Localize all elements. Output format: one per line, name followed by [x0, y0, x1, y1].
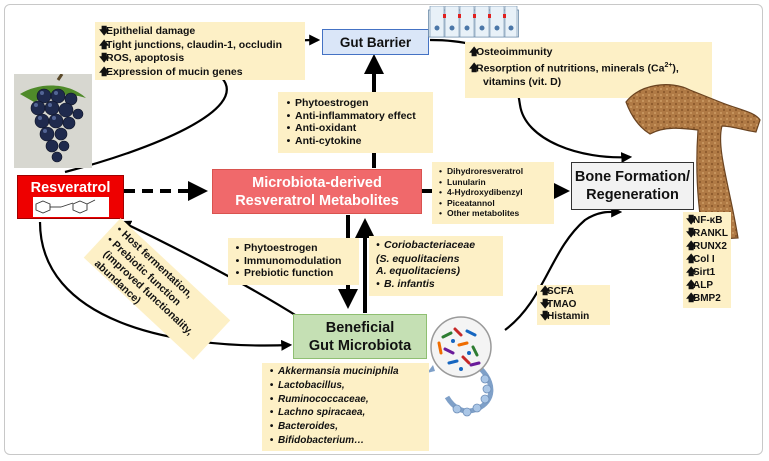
bone-image	[625, 84, 761, 241]
metabolite-effect-item: Phytoestrogen	[282, 97, 429, 110]
metabolite-item: Dihydroresveratrol	[434, 166, 552, 177]
arrow-microbiota-to-bone	[504, 206, 623, 331]
metabolite-item: 4-Hydroxydibenzyl	[434, 187, 552, 198]
producers-note: •Coriobacteriaceae (S. equolitaciens A. …	[369, 236, 503, 296]
down-arrow-icon: 🡇	[686, 215, 697, 226]
up-arrow-icon: 🡅	[686, 293, 697, 304]
metabolite-item: Piceatannol	[434, 198, 552, 209]
bone-marker: 🡇RANKL	[686, 228, 728, 239]
bone-formation-box: Bone Formation/ Regeneration	[571, 162, 694, 210]
down-arrow-icon: 🡇	[540, 311, 551, 323]
bullet-icon: •	[376, 240, 380, 251]
resveratrol-structure-icon	[33, 197, 109, 217]
intestinal-epithelium-icon	[428, 6, 519, 38]
gut-microbiota-label-1: Beneficial	[325, 319, 395, 336]
bacteria-item: Lactobacillus,	[265, 379, 426, 393]
bone-marker: 🡇NF-κB	[686, 215, 723, 226]
grapes-image	[14, 74, 92, 168]
gut-effect-4: 🡅Expression of mucin genes	[99, 65, 243, 78]
metabolites-label-1: Microbiota-derived	[252, 174, 382, 191]
microbiota-effect-item: Immunomodulation	[231, 255, 356, 268]
up-arrow-icon: 🡅	[686, 241, 697, 252]
bacteria-item: Akkermansia muciniphila	[265, 365, 426, 379]
arrow-microbiota-to-resveratrol	[120, 220, 301, 319]
up-arrow-icon: 🡅	[469, 63, 480, 75]
gut-microbiota-label-2: Gut Microbiota	[308, 337, 412, 354]
bone-marker: 🡅ALP	[686, 280, 713, 291]
producer-item: •Coriobacteriaceae	[372, 239, 500, 253]
metabolite-effects-note: Phytoestrogen Anti-inflammatory effect A…	[278, 92, 433, 153]
metabolite-list-note: Dihydroresveratrol Lunularin 4-Hydroxydi…	[432, 162, 554, 224]
bone-marker: 🡅Sirt1	[686, 267, 716, 278]
gut-effect-2: 🡅Tight junctions, claudin-1, occludin	[99, 38, 282, 51]
producer-item: •B. infantis	[372, 278, 500, 292]
bacteria-item: Bacteroides,	[265, 420, 426, 434]
bone-effect-3: vitamins (vit. D)	[483, 75, 562, 88]
gut-effects-note: 🡇Epithelial damage 🡅Tight junctions, cla…	[95, 22, 305, 80]
gut-barrier-label: Gut Barrier	[339, 34, 412, 50]
down-arrow-icon: 🡇	[99, 53, 110, 65]
down-arrow-icon: 🡇	[99, 26, 110, 37]
bone-effect-2: 🡅Resorption of nutritions, minerals (Ca2…	[469, 61, 679, 75]
bone-marker: 🡅RUNX2	[686, 241, 727, 252]
microbiota-effect-item: Phytoestrogen	[231, 242, 356, 255]
bacteria-item: Lachno spiracaea,	[265, 406, 426, 420]
down-arrow-icon: 🡇	[540, 298, 551, 310]
up-arrow-icon: 🡅	[686, 280, 697, 291]
up-arrow-icon: 🡅	[99, 66, 110, 78]
bone-markers-note: 🡇NF-κB 🡇RANKL 🡅RUNX2 🡅Col I 🡅Sirt1 🡅ALP …	[683, 212, 731, 308]
metabolite-effect-item: Anti-cytokine	[282, 135, 429, 148]
resveratrol-label: Resveratrol	[30, 180, 111, 196]
microbiota-image	[427, 316, 494, 417]
scfa-item: 🡅SCFA	[540, 286, 574, 297]
up-arrow-icon: 🡅	[686, 254, 697, 265]
arrow-resveratrol-to-microbiota	[38, 221, 293, 351]
microbiota-effects-note: Phytoestrogen Immunomodulation Prebiotic…	[228, 238, 359, 285]
bone-formation-label-1: Bone Formation/	[574, 169, 691, 185]
bacteria-list-note: Akkermansia muciniphila Lactobacillus, R…	[262, 363, 429, 451]
metabolite-item: Lunularin	[434, 177, 552, 188]
up-arrow-icon: 🡅	[99, 39, 110, 51]
microbiota-effect-item: Prebiotic function	[231, 267, 356, 280]
scfa-note: 🡅SCFA 🡇TMAO 🡇Histamin	[537, 285, 610, 325]
metabolites-box: Microbiota-derived Resveratrol Metabolit…	[212, 169, 422, 214]
gut-effect-3: 🡇ROS, apoptosis	[99, 52, 185, 65]
metabolite-effect-item: Anti-inflammatory effect	[282, 110, 429, 123]
bullet-icon: •	[376, 278, 380, 290]
up-arrow-icon: 🡅	[469, 47, 480, 58]
metabolites-label-2: Resveratrol Metabolites	[235, 192, 399, 209]
metabolite-item: Other metabolites	[434, 208, 552, 219]
up-arrow-icon: 🡅	[540, 286, 551, 297]
bacteria-item: Bifidobacterium…	[265, 434, 426, 448]
metabolite-effect-item: Anti-oxidant	[282, 122, 429, 135]
gut-effect-1: 🡇Epithelial damage	[99, 25, 196, 37]
gut-microbiota-box: Beneficial Gut Microbiota	[293, 314, 427, 359]
gut-barrier-box: Gut Barrier	[322, 29, 429, 55]
bacteria-item: Ruminococcaceae,	[265, 393, 426, 407]
bone-marker: 🡅Col I	[686, 254, 715, 265]
bone-formation-label-2: Regeneration	[586, 187, 679, 203]
producer-item: A. equolitaciens)	[376, 265, 461, 278]
bone-effect-1: 🡅Osteoimmunity	[469, 46, 553, 58]
bone-marker: 🡅BMP2	[686, 293, 721, 304]
up-arrow-icon: 🡅	[686, 267, 697, 278]
producer-item: (S. equolitaciens	[376, 252, 460, 265]
scfa-item: 🡇TMAO	[540, 298, 577, 310]
diagram-frame	[4, 4, 763, 455]
down-arrow-icon: 🡇	[686, 228, 697, 239]
scfa-item: 🡇Histamin	[540, 311, 590, 323]
